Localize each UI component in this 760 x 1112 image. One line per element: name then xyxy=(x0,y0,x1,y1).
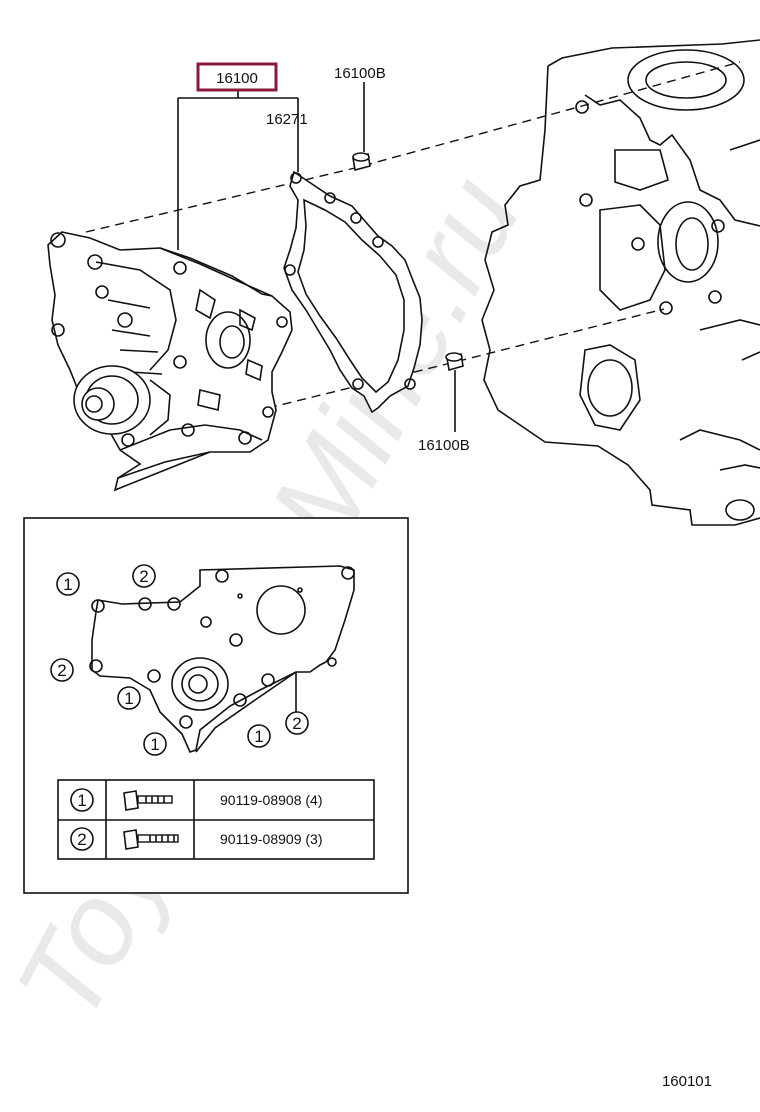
row-key: 2 xyxy=(77,830,86,849)
part-number-cell[interactable]: 90119-08909 (3) xyxy=(220,831,322,847)
part-number-16100b-top[interactable]: 16100B xyxy=(334,65,386,82)
part-number-16271[interactable]: 16271 xyxy=(266,111,308,128)
leader-16100 xyxy=(177,90,299,250)
part-number-highlight-box[interactable] xyxy=(196,62,278,92)
alignment-line-top xyxy=(85,61,741,233)
inset-pump-outline xyxy=(89,565,355,753)
bolt-marker: 2 xyxy=(57,661,66,680)
bolt-marker: 1 xyxy=(124,689,133,708)
bolt-marker: 1 xyxy=(150,735,159,754)
table-row[interactable]: 2 90119-08909 (3) xyxy=(70,827,322,851)
long-bolt-icon xyxy=(123,829,179,850)
bolt-marker: 1 xyxy=(63,575,72,594)
short-bolt-icon xyxy=(123,790,173,811)
bolt-marker: 1 xyxy=(254,727,263,746)
alignment-line-bottom xyxy=(267,308,665,409)
bolt-marker: 2 xyxy=(292,714,301,733)
dowel-pin-bottom xyxy=(445,352,464,372)
marker-circle xyxy=(56,572,80,596)
bolt-table: 1 90119-08908 (4) 2 90119-08909 (3) xyxy=(57,779,375,860)
water-pump-assembly xyxy=(47,231,293,492)
inset-bolt-markers: 1 2 2 1 1 1 2 xyxy=(50,564,309,756)
engine-block xyxy=(481,39,760,526)
table-row[interactable]: 1 90119-08908 (4) xyxy=(70,788,322,812)
part-number-cell[interactable]: 90119-08908 (4) xyxy=(220,792,322,808)
figure-number: 160101 xyxy=(662,1073,712,1090)
gasket-outline xyxy=(283,170,423,414)
bolt-marker: 2 xyxy=(139,567,148,586)
row-key: 1 xyxy=(77,791,86,810)
dowel-pin-top xyxy=(352,152,371,171)
part-number-16100[interactable]: 16100 xyxy=(216,70,258,87)
part-number-16100b-bottom[interactable]: 16100B xyxy=(418,437,470,454)
